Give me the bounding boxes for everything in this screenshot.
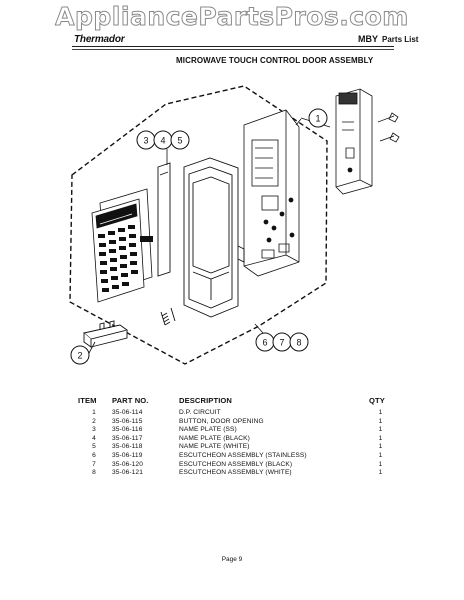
cell-description: ESCUTCHEON ASSEMBLY (BLACK) [179,460,293,468]
table-row: 1 35-06-114 D.P. CIRCUIT 1 [76,409,392,418]
cell-item: 5 [92,443,96,451]
cell-part-no: 35-06-116 [112,426,143,434]
header-description: DESCRIPTION [179,396,232,405]
callout-1-label: 1 [315,114,320,124]
watermark: AppliancePartsPros.com [55,2,409,32]
table-row: 5 35-06-118 NAME PLATE (WHITE) 1 [76,443,392,452]
cell-part-no: 35-06-118 [112,443,143,451]
header-part-no: PART NO. [112,396,149,405]
header-qty: QTY [369,396,385,405]
callout-4-label: 4 [160,136,165,146]
door-button-part [83,320,129,348]
callout-2 [70,345,90,365]
brand-logo: Thermador [74,34,125,45]
keypad-buttons [98,225,153,292]
table-row: 2 35-06-115 BUTTON, DOOR OPENING 1 [76,418,392,427]
cell-qty: 1 [378,451,383,459]
callout-7-label: 7 [279,338,284,348]
cell-description: NAME PLATE (BLACK) [179,434,250,442]
parts-table: ITEM PART NO. DESCRIPTION QTY 1 35-06-11… [76,396,392,478]
cell-item: 8 [92,469,96,477]
cell-qty: 1 [378,417,383,425]
cell-part-no: 35-06-120 [112,460,143,468]
cell-qty: 1 [378,443,383,451]
cell-description: D.P. CIRCUIT [179,409,221,416]
cell-part-no: 35-06-119 [112,451,143,459]
model-code: MBY [358,34,378,44]
spring-part [160,307,176,326]
parts-list-label: Parts List [382,35,419,44]
cell-qty: 1 [378,409,383,416]
callout-8-label: 8 [296,338,301,348]
table-row: 6 35-06-119 ESCUTCHEON ASSEMBLY (STAINLE… [76,452,392,461]
cell-part-no: 35-06-114 [112,409,143,416]
table-row: 4 35-06-117 NAME PLATE (BLACK) 1 [76,435,392,444]
cell-qty: 1 [378,426,383,434]
cell-qty: 1 [378,460,383,468]
page-title: MICROWAVE TOUCH CONTROL DOOR ASSEMBLY [176,56,374,65]
parts-list-heading: MBY Parts List [358,34,418,44]
cell-description: ESCUTCHEON ASSEMBLY (STAINLESS) [179,451,307,459]
table-row: 8 35-06-121 ESCUTCHEON ASSEMBLY (WHITE) … [76,469,392,478]
table-row: 7 35-06-120 ESCUTCHEON ASSEMBLY (BLACK) … [76,461,392,470]
cell-item: 3 [92,426,96,434]
page-number: Page 9 [221,556,243,563]
cell-item: 6 [92,451,96,459]
cell-qty: 1 [378,469,383,477]
cell-description: NAME PLATE (SS) [179,426,237,434]
dp-circuit-part [243,109,300,277]
escutcheon-frame-part [183,157,245,318]
cell-item: 1 [92,409,96,416]
cell-description: BUTTON, DOOR OPENING [179,417,264,425]
cell-part-no: 35-06-121 [112,469,143,477]
callout-2-label: 2 [77,351,82,361]
cell-description: NAME PLATE (WHITE) [179,443,250,451]
callout-3-label: 3 [143,136,148,146]
cell-item: 7 [92,460,96,468]
callout-6-label: 6 [262,338,267,348]
table-row: 3 35-06-116 NAME PLATE (SS) 1 [76,426,392,435]
callout-5 [170,130,190,150]
cell-part-no: 35-06-117 [112,434,143,442]
cell-item: 4 [92,434,96,442]
cell-part-no: 35-06-115 [112,417,143,425]
header-rule [72,46,394,47]
cell-description: ESCUTCHEON ASSEMBLY (WHITE) [179,469,292,477]
name-plate-part [157,162,171,277]
header-item: ITEM [78,396,97,405]
switch-bracket-part [335,88,400,195]
header-rule-thin [72,49,394,50]
cell-item: 2 [92,417,96,425]
cell-qty: 1 [378,434,383,442]
callout-1 [308,108,328,128]
callout-5-label: 5 [177,136,182,146]
callout-8 [289,332,309,352]
table-header-row: ITEM PART NO. DESCRIPTION QTY [76,396,392,409]
assembly-boundary [69,85,328,365]
